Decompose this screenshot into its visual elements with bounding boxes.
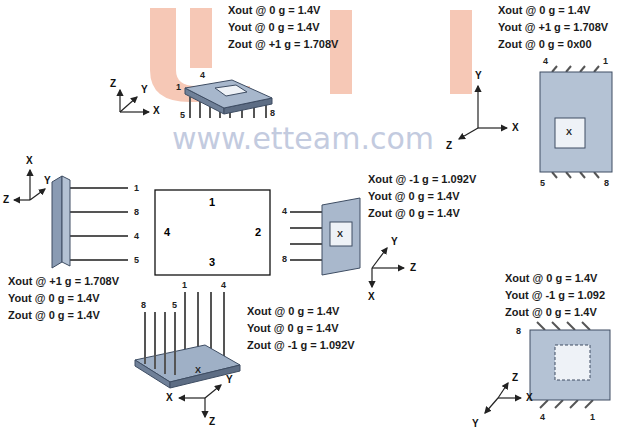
- output-value-text: Xout @ +1 g = 1.708V: [8, 275, 119, 288]
- package-middle-right: [290, 198, 360, 275]
- pin-number: 5: [172, 300, 177, 310]
- axis-triad: [485, 383, 521, 413]
- package-top-center: [185, 80, 272, 118]
- axis-label: Y: [475, 70, 482, 82]
- reference-square: [155, 190, 270, 275]
- axis-label: Z: [446, 140, 452, 152]
- output-value-text: Zout @ 0 g = 1.4V: [8, 309, 100, 322]
- chip-axis-label: X: [195, 365, 201, 375]
- pin-number: 8: [516, 326, 521, 336]
- axis-label: X: [166, 392, 173, 404]
- axis-triad: [179, 385, 221, 417]
- output-value-text: Zout @ 0 g = 0x00: [498, 38, 592, 51]
- output-value-text: Yout @ 0 g = 1.4V: [368, 190, 460, 203]
- axis-triad: [14, 170, 45, 200]
- axis-label: Y: [391, 236, 398, 248]
- pin-number: 8: [134, 207, 139, 217]
- axis-label: Z: [512, 372, 518, 384]
- pin-number: 1: [182, 280, 187, 290]
- pin-number: 5: [134, 255, 139, 265]
- axis-label: Z: [3, 194, 9, 206]
- side-number: 2: [255, 226, 261, 239]
- package-bottom-right: [530, 322, 610, 408]
- output-value-text: Yout @ 0 g = 1.4V: [8, 292, 100, 305]
- pin-number: 1: [134, 183, 139, 193]
- pin-number: 8: [270, 108, 275, 118]
- axis-triad: [372, 248, 404, 287]
- axis-label: Z: [209, 416, 215, 428]
- package-top-right: [540, 66, 612, 178]
- axis-label: X: [26, 155, 33, 167]
- output-value-text: Yout @ +1 g = 1.708V: [498, 21, 608, 34]
- pin-number: 1: [590, 412, 595, 422]
- pin-number: 4: [282, 206, 287, 216]
- axis-label: X: [153, 105, 160, 117]
- pin-number: 5: [540, 178, 545, 188]
- pin-number: 1: [176, 82, 181, 92]
- axis-label: X: [368, 291, 375, 303]
- side-number: 1: [209, 196, 215, 209]
- axis-label: Y: [141, 84, 148, 96]
- chip-axis-label: X: [337, 229, 343, 239]
- pin-number: 4: [134, 231, 139, 241]
- output-value-text: Zout @ +1 g = 1.708V: [228, 38, 338, 51]
- axis-label: X: [512, 122, 519, 134]
- output-value-text: Xout @ 0 g = 1.4V: [228, 4, 320, 17]
- output-value-text: Yout @ 0 g = 1.4V: [228, 21, 320, 34]
- output-value-text: Xout @ 0 g = 1.4V: [505, 272, 597, 285]
- pin-number: 4: [221, 280, 226, 290]
- axis-label: Z: [110, 78, 116, 90]
- pin-number: 4: [540, 412, 545, 422]
- output-value-text: Yout @ -1 g = 1.092: [505, 289, 605, 302]
- side-number: 3: [209, 256, 215, 269]
- output-value-text: Zout @ -1 g = 1.092V: [247, 339, 355, 352]
- chip-axis-label: X: [566, 127, 572, 137]
- axis-label: Y: [472, 418, 479, 430]
- package-left: [52, 176, 128, 268]
- pin-number: 5: [180, 110, 185, 120]
- axis-label: Y: [226, 374, 233, 386]
- output-value-text: Yout @ 0 g = 1.4V: [247, 322, 339, 335]
- output-value-text: Zout @ 0 g = 1.4V: [505, 306, 597, 319]
- side-number: 4: [164, 226, 170, 239]
- pin-number: 8: [282, 254, 287, 264]
- output-value-text: Zout @ 0 g = 1.4V: [368, 207, 460, 220]
- axis-label: Z: [410, 262, 416, 274]
- pin-number: 8: [141, 300, 146, 310]
- output-value-text: Xout @ 0 g = 1.4V: [247, 305, 339, 318]
- pin-number: 8: [604, 178, 609, 188]
- axis-label: X: [526, 392, 533, 404]
- package-bottom-center: [135, 292, 240, 388]
- axis-label: Y: [44, 175, 51, 187]
- pin-number: 4: [200, 70, 205, 80]
- axis-triad: [459, 86, 507, 139]
- watermark: www.etteam.com: [172, 122, 434, 157]
- output-value-text: Xout @ 0 g = 1.4V: [498, 4, 590, 17]
- pin-number: 4: [543, 56, 548, 66]
- output-value-text: Xout @ -1 g = 1.092V: [368, 173, 476, 186]
- pin-number: 1: [603, 56, 608, 66]
